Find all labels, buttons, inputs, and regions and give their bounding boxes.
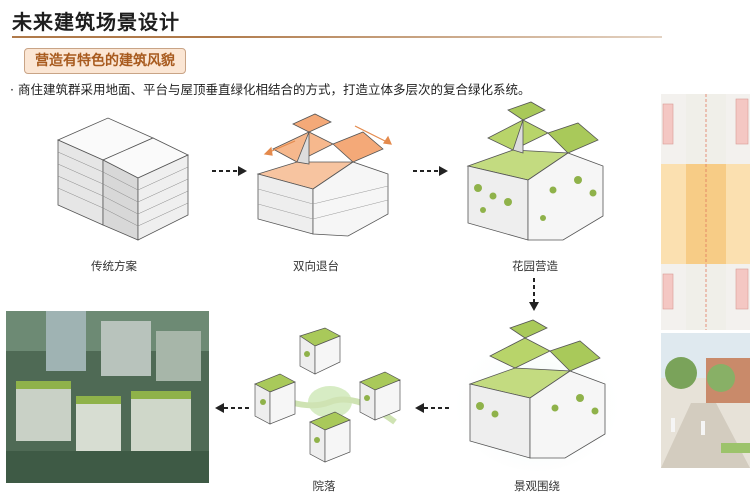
arrow-right-icon (413, 166, 448, 176)
step-label-terrace: 双向退台 (293, 259, 339, 273)
arrow-right-icon (212, 166, 247, 176)
site-plan-image (661, 94, 750, 330)
traditional-scheme-building (57, 117, 189, 241)
subtitle-badge: 营造有特色的建筑风貌 (24, 48, 186, 74)
street-scene-image (661, 333, 750, 468)
page-title: 未来建筑场景设计 (12, 10, 180, 34)
arrow-left-icon (215, 403, 250, 413)
landscape-surround-building (455, 319, 619, 471)
aerial-render-image (6, 311, 209, 483)
step-label-courtyard: 院落 (312, 479, 336, 493)
arrow-down-icon (529, 278, 539, 311)
description-text: · 商住建筑群采用地面、平台与屋顶垂直绿化相结合的方式，打造立体多层次的复合绿化… (10, 82, 531, 97)
garden-creation-building (466, 101, 604, 241)
arrow-left-icon (415, 403, 450, 413)
two-way-terrace-building (256, 113, 392, 237)
courtyard-building-cluster (254, 327, 401, 463)
title-divider (12, 36, 662, 38)
step-label-traditional: 传统方案 (91, 259, 137, 273)
step-label-landscape: 景观围绕 (514, 479, 560, 493)
step-label-garden: 花园营造 (512, 259, 558, 273)
